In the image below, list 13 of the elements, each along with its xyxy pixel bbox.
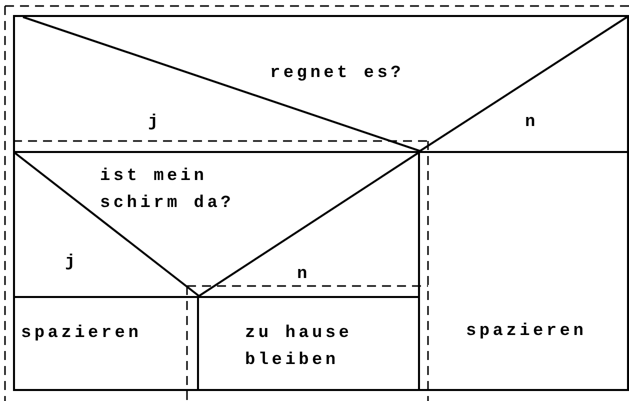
- decision-block: [13, 15, 629, 153]
- action-text: zu hause bleiben: [245, 323, 354, 372]
- condition-text: ist mein schirm da?: [100, 166, 236, 215]
- process-block: [13, 296, 199, 391]
- condition-text: regnet es?: [270, 63, 406, 85]
- branch-label: n: [297, 264, 312, 286]
- branch-label: n: [525, 112, 540, 134]
- branch-label: j: [65, 252, 80, 274]
- branch-label: j: [148, 112, 162, 134]
- process-block: [418, 151, 629, 391]
- decision-block: [13, 151, 420, 298]
- action-text: spazieren: [21, 323, 143, 345]
- action-text: spazieren: [466, 321, 588, 343]
